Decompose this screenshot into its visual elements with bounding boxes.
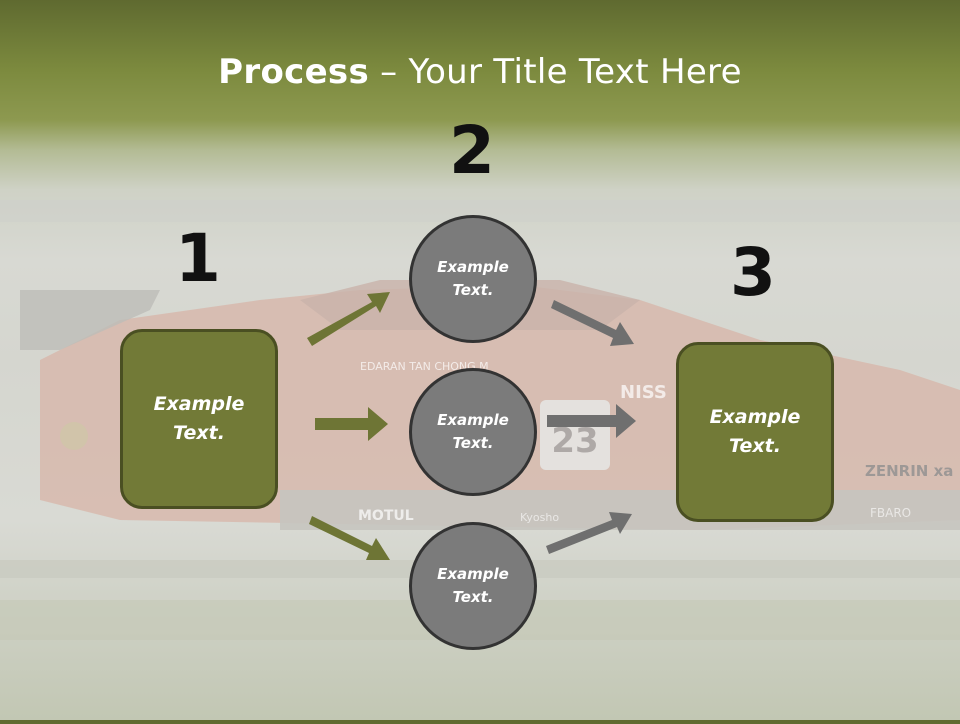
circle-top: Example Text. [409,215,537,343]
arrow-top-to-step3 [551,300,634,346]
step3-label-line2: Text. [729,435,781,457]
arrow-step1-to-middle [315,407,388,441]
step-number-2: 2 [449,112,495,189]
step1-box: Example Text. [120,329,278,509]
svg-text:NISS: NISS [620,382,667,403]
circle-top-line2: Text. [452,281,494,299]
step-number-3: 3 [730,234,776,311]
arrow-step1-to-top [307,292,390,346]
circle-bottom: Example Text. [409,522,537,650]
step1-label-line2: Text. [173,422,225,444]
svg-text:23: 23 [551,421,598,461]
arrow-bottom-to-step3 [546,512,632,554]
circle-bottom-line2: Text. [452,588,494,606]
arrow-middle-to-step3 [547,404,636,438]
circle-top-line1: Example [437,258,509,276]
title-bold: Process [218,52,370,92]
circle-middle-line2: Text. [452,434,494,452]
svg-text:ZENRIN xa: ZENRIN xa [865,462,953,480]
arrow-step1-to-bottom [309,516,390,560]
svg-text:FBARO: FBARO [870,506,911,520]
title-rest: – Your Title Text Here [380,52,742,92]
svg-text:Kyosho: Kyosho [520,511,559,524]
circle-middle-line1: Example [437,411,509,429]
step-number-1: 1 [175,220,221,297]
slide-title: Process – Your Title Text Here [0,52,960,92]
circle-bottom-line1: Example [437,565,509,583]
svg-text:MOTUL: MOTUL [358,508,414,524]
step1-label-line1: Example [153,393,245,415]
circle-middle: Example Text. [409,368,537,496]
step3-label-line1: Example [709,406,801,428]
step3-box: Example Text. [676,342,834,522]
